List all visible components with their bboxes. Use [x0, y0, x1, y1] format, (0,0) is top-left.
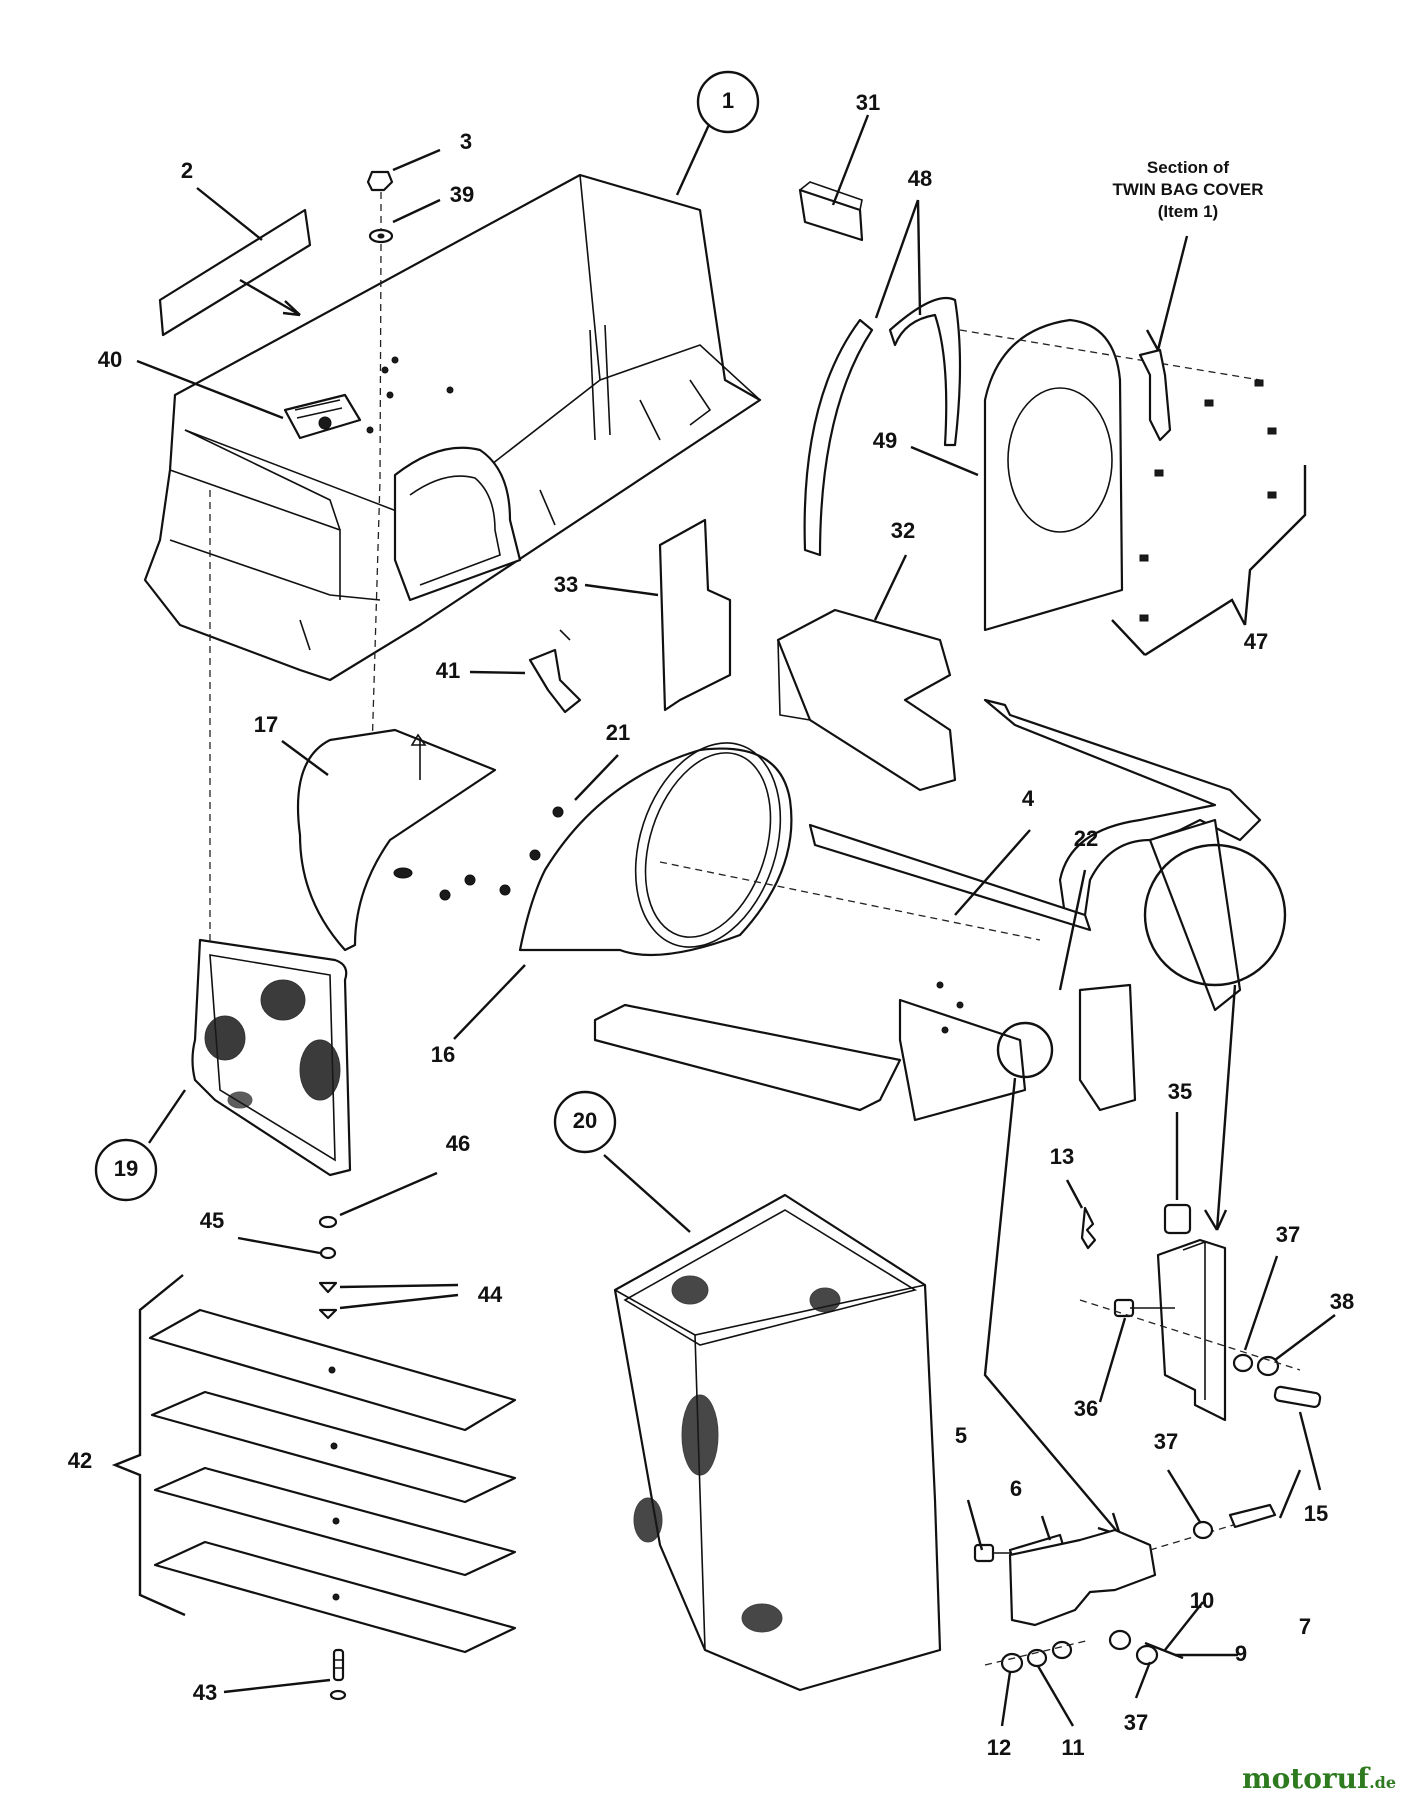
deflector-33-part: [658, 518, 732, 712]
callout-4: 4: [1022, 786, 1035, 811]
callout-45: 45: [200, 1208, 224, 1233]
callout-33: 33: [554, 572, 578, 597]
cover-section-part: [1138, 348, 1172, 442]
callout-20: 20: [573, 1108, 597, 1133]
chute-16-part: [518, 742, 793, 957]
side-plate-49-part: [959, 318, 1261, 632]
callout-5: 5: [955, 1423, 967, 1448]
callout-19: 19: [114, 1156, 138, 1181]
mesh-screen-19-part: [191, 490, 352, 1177]
callouts: 1 19 20 2 3 39 40 31 48 49 32 33 41 47 1…: [68, 70, 1354, 1760]
nut-washer-3-39-part: [366, 170, 394, 821]
callout-15: 15: [1304, 1501, 1328, 1526]
callout-10: 10: [1190, 1588, 1214, 1613]
callout-31: 31: [856, 90, 880, 115]
svg-text:motoruf.de: motoruf.de: [1242, 1762, 1396, 1795]
callout-43: 43: [193, 1680, 217, 1705]
callout-46: 46: [446, 1131, 470, 1156]
callout-39: 39: [450, 182, 474, 207]
callout-37-a: 37: [1276, 1222, 1300, 1247]
callout-21: 21: [606, 720, 630, 745]
bracket-31-part: [798, 181, 864, 242]
callout-35: 35: [1168, 1079, 1192, 1104]
hardware-21-part: [439, 806, 564, 901]
decal-40-part: [283, 393, 362, 440]
callout-48: 48: [908, 166, 932, 191]
callout-22: 22: [1074, 826, 1098, 851]
screw-43-part: [329, 1648, 347, 1701]
callout-38: 38: [1330, 1289, 1354, 1314]
section-note-line1: Section of: [1147, 158, 1230, 177]
seal-strips-48-part: [803, 296, 962, 557]
callout-40: 40: [98, 347, 122, 372]
collection-bag-20-part: [613, 1193, 942, 1692]
callout-6: 6: [1010, 1476, 1022, 1501]
hinge-hardware-part: [973, 1503, 1277, 1674]
section-note-line2: TWIN BAG COVER: [1112, 180, 1263, 199]
callout-42: 42: [68, 1448, 92, 1473]
detail-circle-large: [1143, 843, 1287, 1231]
callout-32: 32: [891, 518, 915, 543]
callout-49: 49: [873, 428, 897, 453]
callout-1: 1: [722, 88, 734, 113]
decal-strip-2-part: [158, 208, 312, 337]
leader-lines: [136, 114, 1336, 1727]
callout-7: 7: [1299, 1614, 1311, 1639]
callout-47: 47: [1244, 629, 1268, 654]
section-note: Section of TWIN BAG COVER (Item 1): [1112, 158, 1263, 221]
fastener-stack-part: [318, 1215, 338, 1320]
watermark-suffix: .de: [1369, 1773, 1396, 1792]
watermark-logo: motoruf.de: [1242, 1762, 1396, 1795]
callout-11: 11: [1061, 1735, 1084, 1760]
callout-37-b: 37: [1154, 1429, 1178, 1454]
bracket-assembly-part: [1079, 1203, 1322, 1422]
deflector-32-part: [776, 608, 957, 792]
callout-44: 44: [478, 1282, 503, 1307]
callout-36: 36: [1074, 1396, 1098, 1421]
twin-bag-cover-part: [143, 173, 762, 682]
callout-2: 2: [181, 158, 193, 183]
callout-3: 3: [460, 129, 472, 154]
callout-16: 16: [431, 1042, 455, 1067]
frame-4-part: [593, 698, 1262, 1122]
callout-41: 41: [436, 658, 460, 683]
panels-42-part: [111, 1274, 517, 1654]
screws-47-part: [1111, 379, 1307, 657]
bracket-41-part: [528, 629, 582, 714]
callout-9: 9: [1235, 1641, 1247, 1666]
watermark-brand: motoruf: [1242, 1762, 1371, 1795]
callout-37-c: 37: [1124, 1710, 1148, 1735]
chute-17-part: [296, 728, 497, 952]
callout-12: 12: [987, 1735, 1011, 1760]
section-note-line3: (Item 1): [1158, 202, 1218, 221]
callout-17: 17: [254, 712, 278, 737]
callout-13: 13: [1050, 1144, 1074, 1169]
